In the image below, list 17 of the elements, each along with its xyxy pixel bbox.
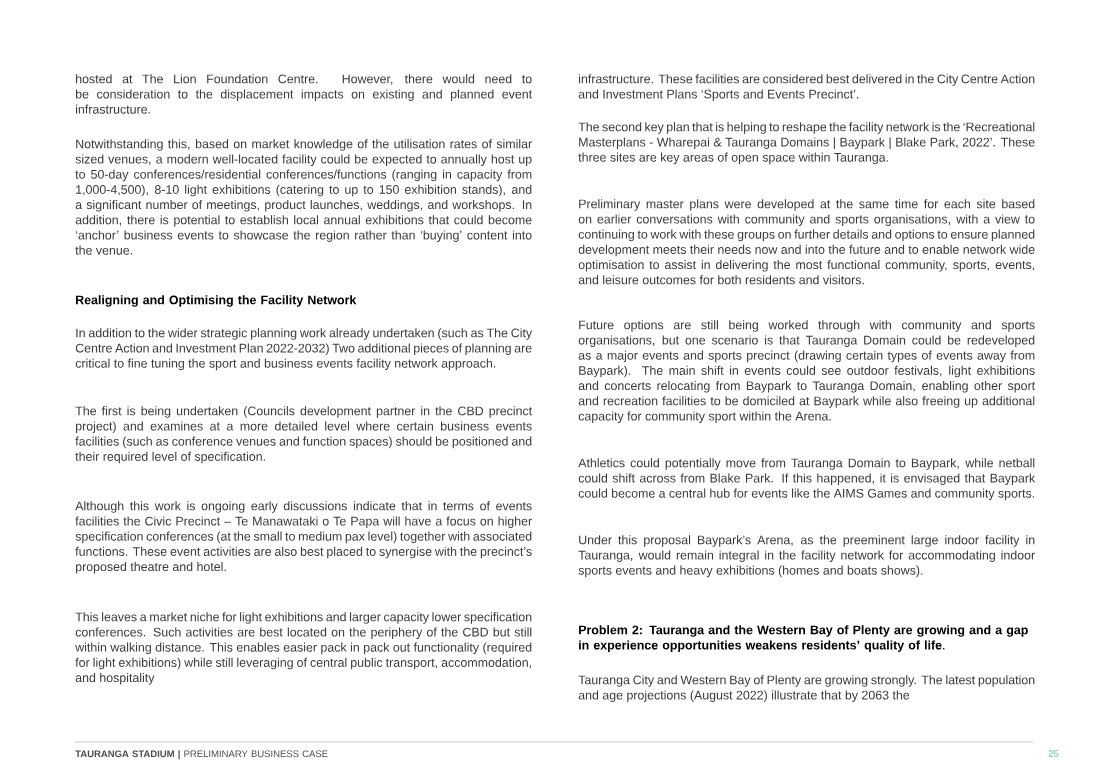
paragraph: Future options are still being worked through with community and sports organisations, but one scenario is that Tauranga Domain could be redeveloped as a major events and sports precinct (drawing certain types of events away from Baypark). The main shift in events could see outdoor festivals, light exhibitions and concerts relocating from Baypark to Tauranga Domain, enabling other sport and recreation facilities to be domiciled at Baypark while also freeing up additional capacity for community sport within the Arena. xyxy=(578,320,1036,423)
paragraph: In addition to the wider strategic planning work already undertaken (such as The City Centre Action and Investment Plan 2022-2032) Two additional pieces of planning are critical to fine tuning the sport and business events facility network approach. xyxy=(75,328,533,371)
paragraph: This leaves a market niche for light exhibitions and larger capacity lower specification conferences. Such activities are best located on the periphery of the CBD but still within walking distance. This enables easier pack in pack out functionality (required for light exhibitions) while still leveraging of central public transport, accommodation, and hospitality xyxy=(75,612,532,685)
heading: Problem 2: Tauranga and the Western Bay of Plenty are growing and a gap in experience opportunities weakens residents’ quality of life. xyxy=(579,625,1028,652)
page-number: 25 xyxy=(1048,750,1059,757)
paragraph: Tauranga City and Western Bay of Plenty are growing strongly. The latest population and age projections (August 2022) illustrate that by 2063 the xyxy=(578,675,1035,702)
footer-text: TAURANGA STADIUM | PRELIMINARY BUSINESS CASE xyxy=(75,750,328,760)
paragraph: hosted at The Lion Foundation Centre. However, there would need to be consideration to the displacement impacts on existing and planned event infrastructure. xyxy=(76,74,533,114)
paragraph: infrastructure. These facilities are considered best delivered in the City Centre Action and Investment Plans ‘Sports and Events Precinct’. xyxy=(578,74,1035,101)
heading: Realigning and Optimising the Facility Network xyxy=(76,295,357,307)
paragraph: Under this proposal Baypark’s Arena, as the preeminent large indoor facility in Tauranga, would remain integral in the facility network for accommodating indoor sports events and heavy exhibitions (homes and boats shows). xyxy=(578,535,1035,578)
paragraph: The first is being undertaken (Councils development partner in the CBD precinct project) and examines at a more detailed level where certain business events facilities (such as conference venues and function spaces) should be positioned and their required level of specification. xyxy=(75,406,533,464)
paragraph: Notwithstanding this, based on market knowledge of the utilisation rates of similar sized venues, a modern well-located facility could be expected to annually host up to 50-day conferences/residential conferences/functions (ranging in capacity from 1,000-4,500), 8-10 light exhibitions (catering to up to 150 exhibition stands), and a significant number of meetings, product launches, weddings, and workshops. In addition, there is potential to establish local annual exhibitions that could become ‘anchor’ business events to showcase the region rather than ‘buying’ content into the venue. xyxy=(75,139,532,255)
paragraph: Athletics could potentially move from Tauranga Domain to Baypark, while netball could shift across from Blake Park. If this happened, it is envisaged that Baypark could become a central hub for events like the AIMS Games and community sports. xyxy=(578,458,1036,501)
paragraph: Preliminary master plans were developed at the same time for each site based on earlier conversations with community and sports organisations, with a view to continuing to work with these groups on further details and options to ensure planned development meets their needs now and into the future and to enable network wide optimisation to assist in delivering the most functional community, sports, events, and leisure outcomes for both residents and visitors. xyxy=(578,199,1035,285)
paragraph: The second key plan that is helping to reshape the facility network is the ‘Recreational Masterplans - Wharepai & Tauranga Domains | Baypark | Blake Park, 2022’. These three sites are key areas of open space within Tauranga. xyxy=(578,122,1035,165)
paragraph: Although this work is ongoing early discussions indicate that in terms of events facilities the Civic Precinct – Te Manawataki o Te Papa will have a focus on higher specification conferences (at the small to medium pax level) together with associated functions. These event activities are also best placed to synergise with the precinct’s proposed theatre and hotel. xyxy=(75,501,532,574)
